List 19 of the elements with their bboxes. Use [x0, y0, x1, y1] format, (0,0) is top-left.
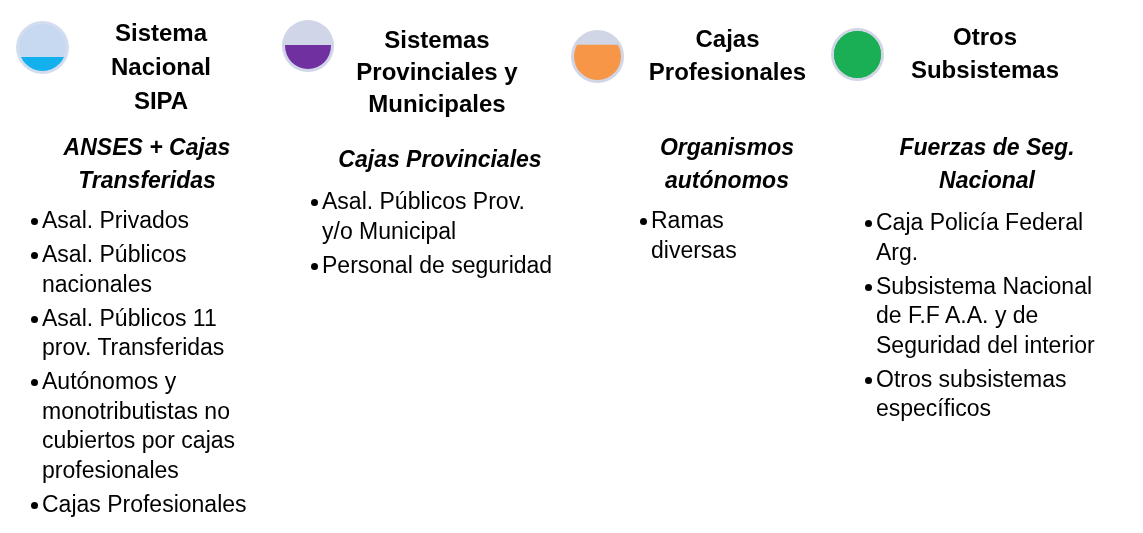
column-heading: Otros Subsistemas [909, 22, 1061, 85]
bullet-item: Caja Policía Federal Arg. [876, 208, 1085, 267]
bullet-item: Personal de seguridad [322, 250, 553, 280]
column-subheading: Organismos autónomos [658, 133, 796, 195]
bullet-item: Otros subsistemas específicos [876, 364, 1068, 423]
bullet-item: Subsistema Nacional de F.F A.A. y de Seguridad del interior [876, 271, 1096, 360]
bullet-item: Asal. Públicos nacionales [42, 240, 188, 299]
bullet-item: Asal. Privados [42, 206, 189, 235]
column-heading: Sistema Nacional SIPA [110, 18, 212, 116]
bullet-item: Ramas diversas [651, 206, 738, 265]
bullet-item: Cajas Profesionales [42, 489, 247, 519]
bullet-item: Asal. Públicos 11 prov. Transferidas [42, 303, 226, 362]
column-heading: Sistemas Provinciales y Municipales [355, 25, 519, 119]
column-subheading: Fuerzas de Seg. Nacional [898, 133, 1076, 195]
bullet-item: Asal. Públicos Prov. y/o Municipal [322, 187, 526, 246]
column-subheading: Cajas Provinciales [337, 145, 543, 174]
column-subheading: ANSES + Cajas Transferidas [62, 133, 232, 195]
column-heading: Cajas Profesionales [647, 24, 808, 87]
bullet-item: Autónomos y monotributistas no cubiertos por cajas profesionales [42, 367, 237, 485]
